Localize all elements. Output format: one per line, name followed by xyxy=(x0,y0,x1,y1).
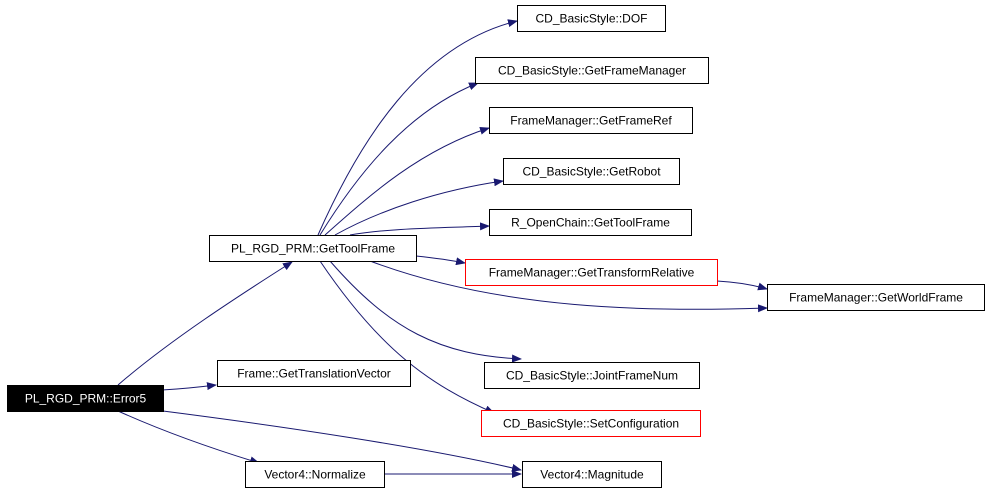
node-magnitude[interactable]: Vector4::Magnitude xyxy=(522,461,662,488)
node-label-jointnum: CD_BasicStyle::JointFrameNum xyxy=(506,369,678,383)
node-label-worldframe: FrameManager::GetWorldFrame xyxy=(789,291,963,305)
edge-gettoolframe-to-dof xyxy=(317,19,518,236)
node-transvec[interactable]: Frame::GetTranslationVector xyxy=(217,360,411,387)
node-box-jointnum xyxy=(484,362,700,389)
node-box-setconfig xyxy=(481,410,701,437)
node-getframeref[interactable]: FrameManager::GetFrameRef xyxy=(489,107,693,134)
edge-gettoolframe-to-jointnum xyxy=(329,260,522,363)
node-box-magnitude xyxy=(522,461,662,488)
node-dof[interactable]: CD_BasicStyle::DOF xyxy=(517,5,666,32)
node-rtoolframe[interactable]: R_OpenChain::GetToolFrame xyxy=(489,209,692,236)
edge-error5-to-magnitude xyxy=(162,410,522,472)
node-transrel[interactable]: FrameManager::GetTransformRelative xyxy=(465,259,718,286)
node-box-normalize xyxy=(245,461,385,488)
node-label-error5: PL_RGD_PRM::Error5 xyxy=(25,392,147,406)
node-error5: PL_RGD_PRM::Error5 xyxy=(7,385,164,412)
edge-error5-to-gettoolframe xyxy=(117,261,293,386)
node-label-dof: CD_BasicStyle::DOF xyxy=(535,12,647,26)
edge-gettoolframe-to-worldframe xyxy=(369,260,768,313)
node-box-worldframe xyxy=(767,284,985,311)
node-box-getfm xyxy=(475,57,709,84)
node-label-rtoolframe: R_OpenChain::GetToolFrame xyxy=(511,216,670,230)
edges xyxy=(117,19,768,478)
node-label-normalize: Vector4::Normalize xyxy=(264,468,366,482)
edge-gettoolframe-to-transrel xyxy=(415,255,466,266)
node-label-getfm: CD_BasicStyle::GetFrameManager xyxy=(498,64,686,78)
edge-gettoolframe-to-rtoolframe xyxy=(349,222,490,236)
node-setconfig[interactable]: CD_BasicStyle::SetConfiguration xyxy=(481,410,701,437)
edge-gettoolframe-to-getrobot xyxy=(334,178,504,236)
node-label-magnitude: Vector4::Magnitude xyxy=(540,468,644,482)
node-box-getframeref xyxy=(489,107,693,134)
node-label-transrel: FrameManager::GetTransformRelative xyxy=(489,266,695,280)
node-box-error5 xyxy=(7,385,164,412)
node-box-transrel xyxy=(465,259,718,286)
node-getfm[interactable]: CD_BasicStyle::GetFrameManager xyxy=(475,57,709,84)
edge-gettoolframe-to-setconfig xyxy=(319,260,495,414)
node-jointnum[interactable]: CD_BasicStyle::JointFrameNum xyxy=(484,362,700,389)
node-label-setconfig: CD_BasicStyle::SetConfiguration xyxy=(503,417,679,431)
node-getrobot[interactable]: CD_BasicStyle::GetRobot xyxy=(503,158,680,185)
edge-gettoolframe-to-getfm xyxy=(319,82,479,236)
node-box-transvec xyxy=(217,360,411,387)
node-normalize[interactable]: Vector4::Normalize xyxy=(245,461,385,488)
node-worldframe[interactable]: FrameManager::GetWorldFrame xyxy=(767,284,985,311)
edge-transrel-to-worldframe xyxy=(716,280,768,291)
nodes: PL_RGD_PRM::Error5 PL_RGD_PRM::GetToolFra… xyxy=(7,5,985,488)
node-label-getframeref: FrameManager::GetFrameRef xyxy=(510,114,672,128)
node-box-gettoolframe xyxy=(209,235,417,262)
node-label-transvec: Frame::GetTranslationVector xyxy=(237,367,391,381)
node-box-rtoolframe xyxy=(489,209,692,236)
edge-gettoolframe-to-getframeref xyxy=(324,126,490,236)
node-gettoolframe[interactable]: PL_RGD_PRM::GetToolFrame xyxy=(209,235,417,262)
node-box-dof xyxy=(517,5,666,32)
edge-error5-to-normalize xyxy=(117,410,260,465)
node-box-getrobot xyxy=(503,158,680,185)
node-label-gettoolframe: PL_RGD_PRM::GetToolFrame xyxy=(231,242,395,256)
edge-error5-to-transvec xyxy=(161,382,217,391)
node-label-getrobot: CD_BasicStyle::GetRobot xyxy=(522,165,661,179)
